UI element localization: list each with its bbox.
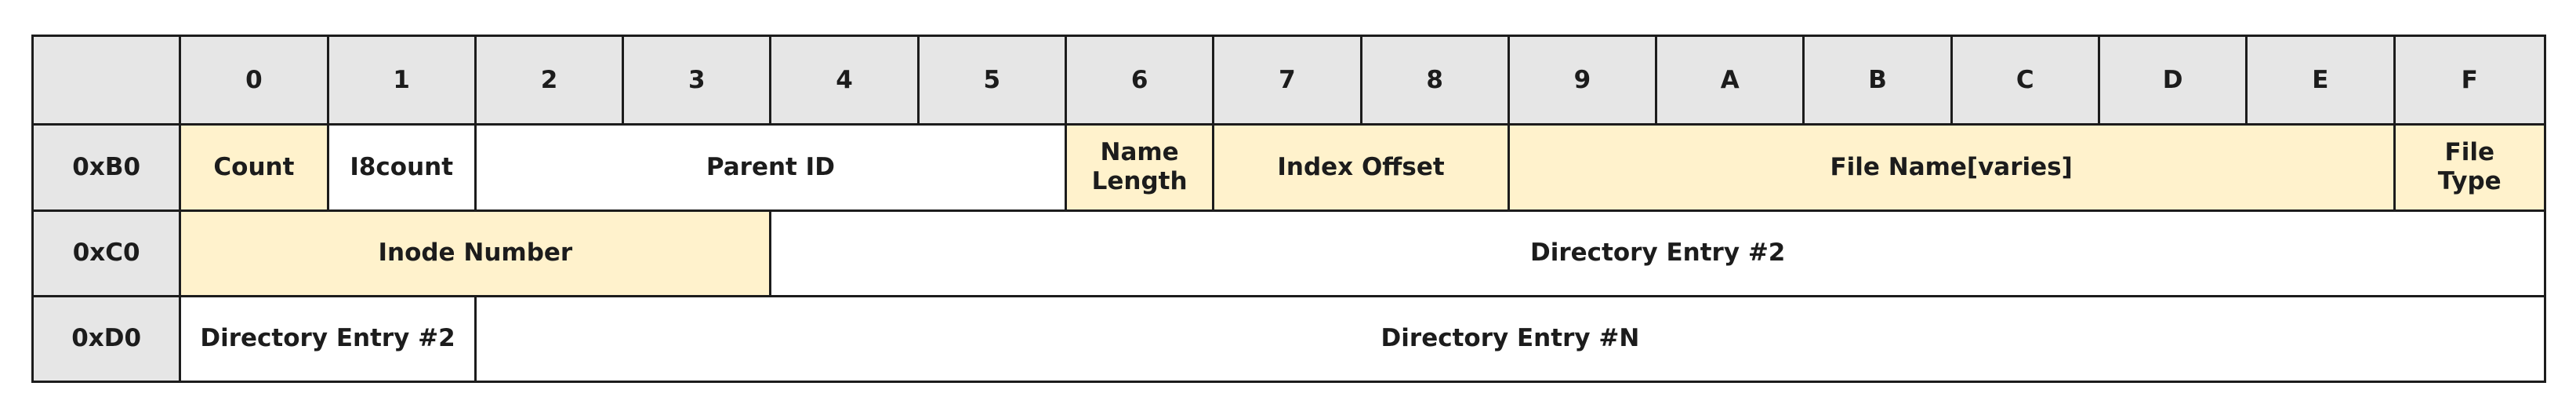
field-cell: Inode Number [179, 209, 772, 297]
column-header: 3 [622, 34, 772, 126]
row-offset-label: 0xC0 [31, 209, 182, 297]
field-cell: Count [179, 123, 329, 212]
field-cell: Directory Entry #2 [179, 294, 477, 384]
column-header: B [1802, 34, 1953, 126]
column-header: 4 [769, 34, 920, 126]
column-header: 8 [1359, 34, 1510, 126]
column-header: A [1655, 34, 1805, 126]
field-cell: Parent ID [473, 123, 1067, 212]
column-header: E [2245, 34, 2396, 126]
corner-cell [31, 34, 182, 126]
column-header: 1 [326, 34, 477, 126]
field-cell: Index Offset [1212, 123, 1510, 212]
field-cell: File Type [2393, 123, 2546, 212]
column-header: 2 [473, 34, 625, 126]
field-cell: File Name[varies] [1507, 123, 2396, 212]
column-header: 9 [1507, 34, 1658, 126]
field-cell: Name Length [1064, 123, 1215, 212]
column-header: 5 [916, 34, 1067, 126]
column-header: F [2393, 34, 2546, 126]
field-cell: I8count [326, 123, 477, 212]
column-header: C [1950, 34, 2100, 126]
row-offset-label: 0xB0 [31, 123, 182, 212]
column-header: 7 [1212, 34, 1362, 126]
column-header: D [2097, 34, 2248, 126]
field-cell: Directory Entry #2 [769, 209, 2546, 297]
field-cell: Directory Entry #N [473, 294, 2547, 384]
row-offset-label: 0xD0 [31, 294, 182, 384]
column-header: 6 [1064, 34, 1215, 126]
column-header: 0 [179, 34, 329, 126]
